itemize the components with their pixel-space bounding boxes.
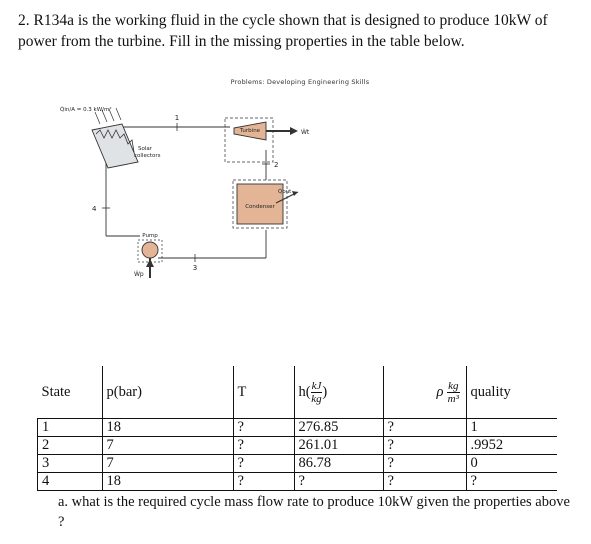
solar-label-2: collectors <box>134 153 161 159</box>
cell-state: 3 <box>37 454 102 473</box>
cell-pressure: 18 <box>101 472 233 491</box>
cell-temperature: ? <box>232 436 294 455</box>
table-row: 4 18 ? ? ? ? <box>37 472 557 491</box>
enthalpy-unit-num: kJ <box>310 379 323 393</box>
cell-state: 4 <box>37 472 102 491</box>
sun-ray-arrows <box>94 107 122 125</box>
cell-quality: ? <box>465 472 557 491</box>
cycle-diagram: 1 2 3 4 Q̇in/A = 0.3 kW/m² Solar collect… <box>60 106 310 278</box>
enthalpy-prefix: h( <box>298 383 311 400</box>
cell-quality: .9952 <box>465 436 557 455</box>
turbine-label: Turbine <box>239 128 261 134</box>
table-row: 1 18 ? 276.85 ? 1 <box>37 418 557 437</box>
problem-text: R134a is the working fluid in the cycle … <box>18 12 548 50</box>
state-2-label: 2 <box>274 161 278 169</box>
cell-enthalpy: 261.01 <box>293 436 383 455</box>
density-unit-den: m³ <box>447 392 459 405</box>
cell-temperature: ? <box>232 472 294 491</box>
cell-temperature: ? <box>232 454 294 473</box>
cell-pressure: 7 <box>101 436 233 455</box>
question-a: a. what is the required cycle mass flow … <box>58 494 570 530</box>
solar-label-1: Solar <box>138 146 153 152</box>
enthalpy-unit-den: kg <box>311 392 322 405</box>
table-row: 2 7 ? 261.01 ? .9952 <box>37 436 557 455</box>
cell-enthalpy: ? <box>293 472 383 491</box>
cell-enthalpy: 276.85 <box>293 418 383 437</box>
cell-state: 2 <box>37 436 102 455</box>
cell-density: ? <box>382 472 466 491</box>
solar-collector <box>91 107 139 169</box>
pump-label: Pump <box>142 233 158 239</box>
wp-label: Ẇp <box>134 271 144 278</box>
cell-quality: 0 <box>465 454 557 473</box>
figure-header: Problems: Developing Engineering Skills <box>230 78 370 86</box>
state-4-label: 4 <box>92 205 97 213</box>
problem-statement: 2. R134a is the working fluid in the cyc… <box>18 10 578 52</box>
qout-label: Q̇out <box>278 188 292 195</box>
cell-quality: 1 <box>465 418 557 437</box>
cell-state: 1 <box>37 418 102 437</box>
cell-pressure: 18 <box>101 418 233 437</box>
enthalpy-suffix: ) <box>322 383 328 400</box>
condenser-label: Condenser <box>245 204 275 210</box>
cell-temperature: ? <box>232 418 294 437</box>
piping <box>105 126 267 259</box>
state-1-label: 1 <box>175 114 179 122</box>
cell-density: ? <box>382 436 466 455</box>
header-temperature: T <box>232 366 294 419</box>
header-quality: quality <box>465 366 557 419</box>
rho-symbol: ρ <box>436 383 444 400</box>
cell-pressure: 7 <box>101 454 233 473</box>
cell-density: ? <box>382 454 466 473</box>
pump <box>137 239 163 278</box>
wt-label: Ẇt <box>301 129 310 136</box>
header-pressure: p(bar) <box>101 366 233 419</box>
state-3-label: 3 <box>193 264 197 272</box>
cell-enthalpy: 86.78 <box>293 454 383 473</box>
q-in-label: Q̇in/A = 0.3 kW/m² <box>60 106 112 113</box>
cell-density: ? <box>382 418 466 437</box>
turbine <box>224 117 298 163</box>
density-unit-num: kg <box>447 379 460 393</box>
table-row: 3 7 ? 86.78 ? 0 <box>37 454 557 473</box>
header-state: State <box>37 366 102 419</box>
problem-number: 2. <box>18 12 30 29</box>
condenser <box>232 179 299 229</box>
